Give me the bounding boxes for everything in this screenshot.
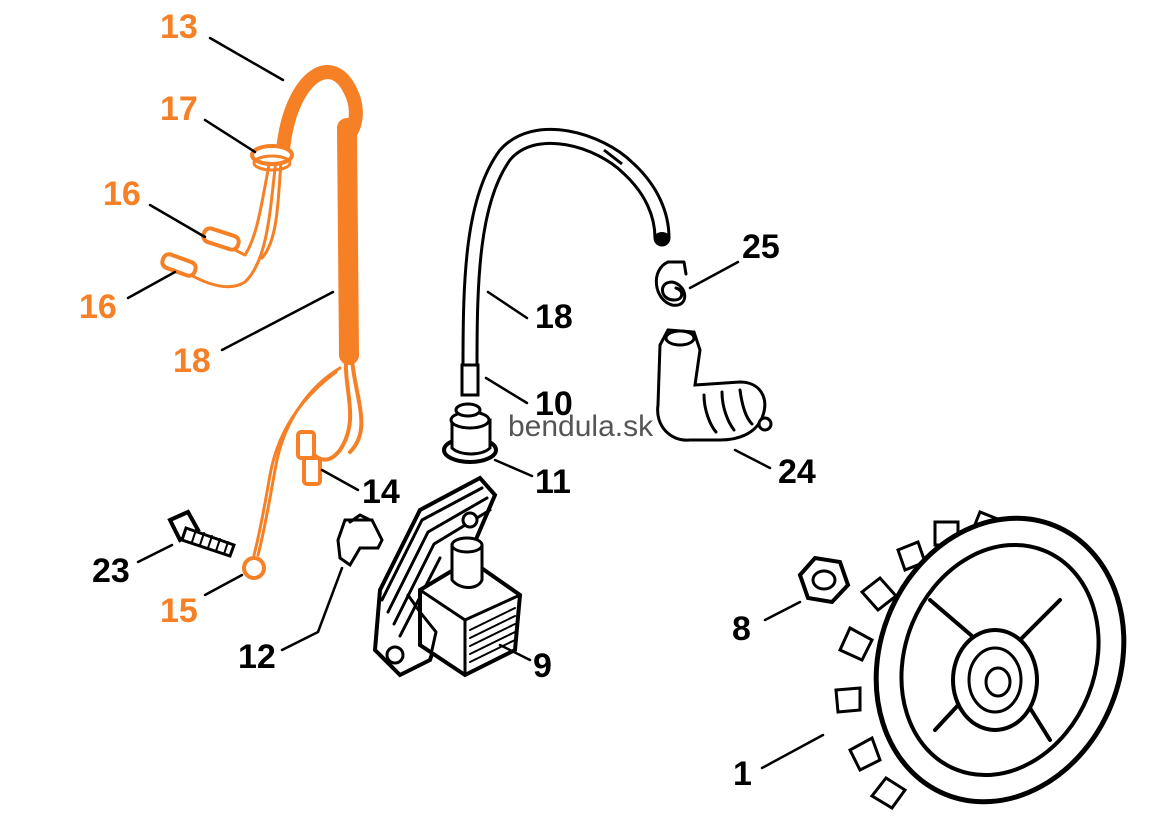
callout-13: 13 [160,8,198,46]
callout-11: 11 [535,463,571,501]
flywheel-1[interactable] [834,481,1165,822]
callout-16-upper: 16 [103,175,141,213]
spark-plug-boot-24[interactable] [656,328,773,442]
ignition-lead[interactable] [460,127,671,397]
callout-18-lead: 18 [535,298,573,336]
callout-10: 10 [535,385,573,423]
callout-25: 25 [742,228,780,266]
leader-lines [126,36,825,770]
callout-23: 23 [92,552,130,590]
callout-15: 15 [160,592,198,630]
terminal-16-lower[interactable] [160,252,198,278]
callout-1: 1 [733,755,752,793]
nut-8[interactable] [797,555,851,605]
contact-spring-12[interactable] [336,513,384,568]
callout-12: 12 [238,638,276,676]
callout-24: 24 [778,453,816,491]
terminal-16-upper[interactable] [201,226,241,252]
connector-14[interactable] [296,430,316,460]
watermark: bendula.sk [508,410,654,443]
callout-16-lower: 16 [79,288,117,326]
callout-9: 9 [533,647,552,685]
screw-23[interactable] [167,509,236,558]
spring-clip-25[interactable] [654,260,688,307]
ignition-module-9[interactable] [372,475,523,678]
callout-14: 14 [362,473,400,511]
callout-18-harness: 18 [173,342,211,380]
ring-terminal-15[interactable] [242,556,266,580]
callout-17: 17 [160,90,198,128]
cap-11[interactable] [442,402,498,464]
callouts: 13 17 16 16 18 18 10 25 11 14 24 23 15 1… [79,8,816,793]
callout-8: 8 [732,610,751,648]
wiring-harness[interactable] [160,65,364,580]
